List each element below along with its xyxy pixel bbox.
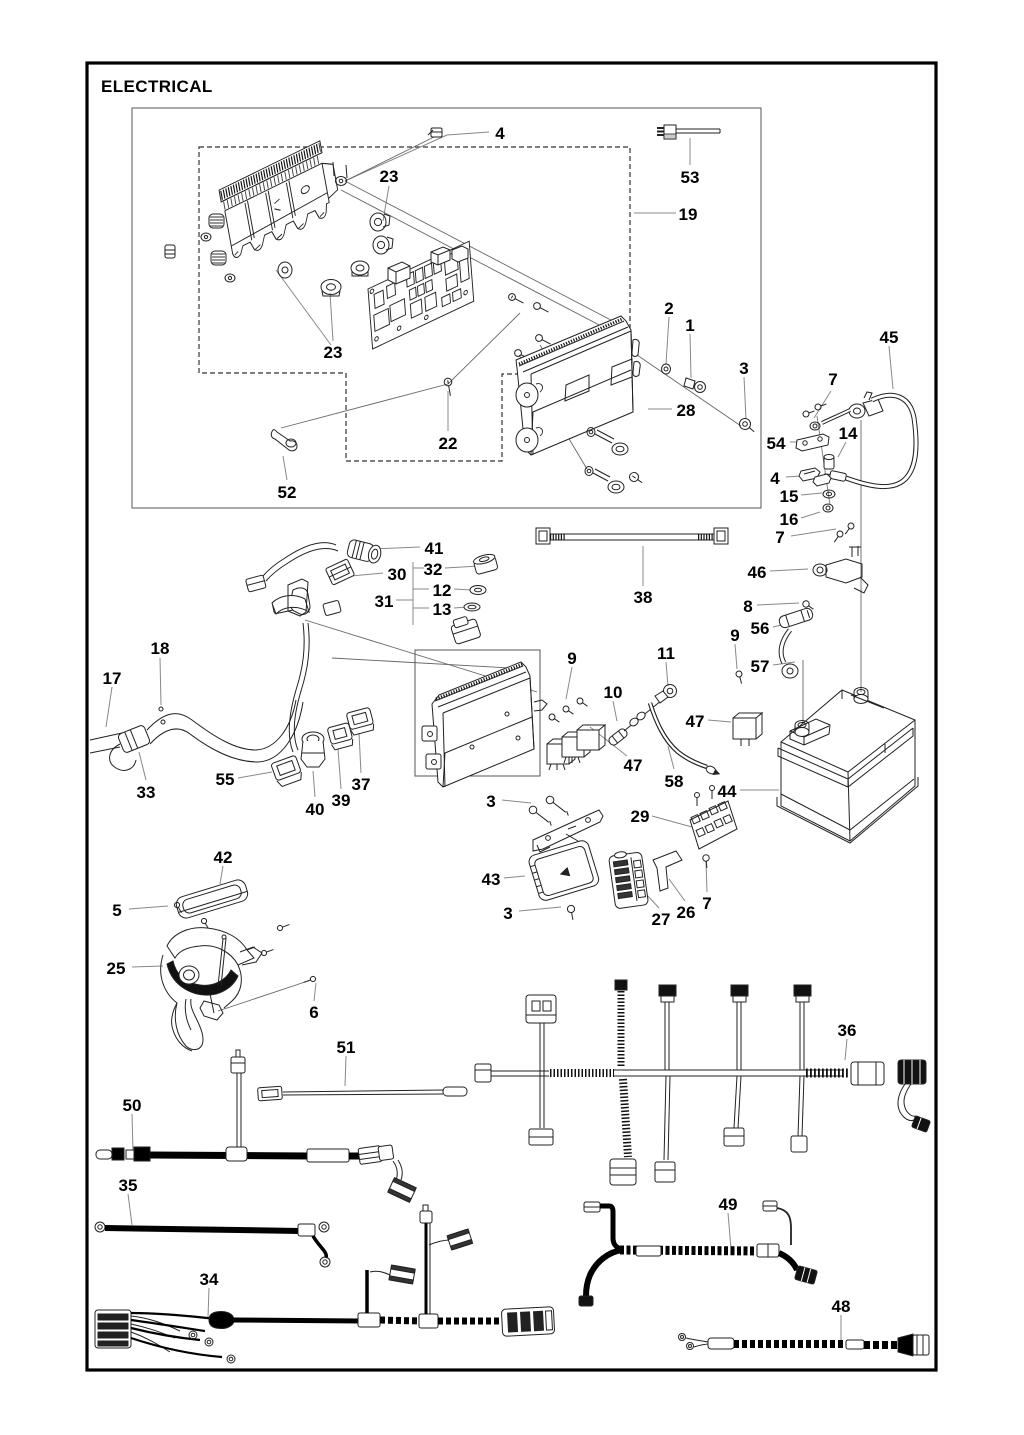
svg-text:48: 48 xyxy=(832,1297,851,1316)
svg-text:35: 35 xyxy=(119,1176,138,1195)
svg-text:53: 53 xyxy=(681,168,700,187)
svg-text:40: 40 xyxy=(306,800,325,819)
svg-text:13: 13 xyxy=(433,600,452,619)
svg-text:3: 3 xyxy=(503,904,512,923)
svg-text:10: 10 xyxy=(604,683,623,702)
svg-text:27: 27 xyxy=(652,910,671,929)
svg-text:28: 28 xyxy=(677,401,696,420)
svg-text:7: 7 xyxy=(702,894,711,913)
svg-text:19: 19 xyxy=(679,205,698,224)
svg-text:6: 6 xyxy=(309,1003,318,1022)
svg-text:49: 49 xyxy=(719,1195,738,1214)
svg-text:51: 51 xyxy=(337,1038,356,1057)
svg-text:45: 45 xyxy=(880,328,899,347)
svg-text:50: 50 xyxy=(123,1096,142,1115)
svg-text:14: 14 xyxy=(839,424,858,443)
svg-text:1: 1 xyxy=(685,316,694,335)
svg-text:12: 12 xyxy=(433,581,452,600)
svg-text:52: 52 xyxy=(278,483,297,502)
svg-text:37: 37 xyxy=(352,775,371,794)
svg-text:26: 26 xyxy=(677,903,696,922)
svg-text:46: 46 xyxy=(748,563,767,582)
svg-text:55: 55 xyxy=(216,770,235,789)
svg-text:18: 18 xyxy=(151,639,170,658)
svg-text:9: 9 xyxy=(567,649,576,668)
svg-text:7: 7 xyxy=(775,528,784,547)
svg-text:15: 15 xyxy=(780,487,799,506)
svg-text:41: 41 xyxy=(425,539,444,558)
svg-text:42: 42 xyxy=(214,848,233,867)
svg-text:ELECTRICAL: ELECTRICAL xyxy=(101,77,213,96)
svg-text:47: 47 xyxy=(624,756,643,775)
svg-text:38: 38 xyxy=(634,588,653,607)
svg-text:16: 16 xyxy=(780,510,799,529)
svg-text:54: 54 xyxy=(767,434,786,453)
svg-text:2: 2 xyxy=(664,299,673,318)
svg-text:34: 34 xyxy=(200,1270,219,1289)
svg-text:9: 9 xyxy=(730,626,739,645)
svg-text:22: 22 xyxy=(439,434,458,453)
svg-text:39: 39 xyxy=(332,791,351,810)
svg-text:4: 4 xyxy=(770,469,780,488)
svg-text:56: 56 xyxy=(751,619,770,638)
svg-text:58: 58 xyxy=(665,772,684,791)
svg-text:47: 47 xyxy=(686,712,705,731)
svg-text:17: 17 xyxy=(103,669,122,688)
svg-text:44: 44 xyxy=(718,782,737,801)
svg-text:7: 7 xyxy=(828,370,837,389)
svg-text:30: 30 xyxy=(388,565,407,584)
svg-text:32: 32 xyxy=(424,560,443,579)
svg-text:4: 4 xyxy=(495,124,505,143)
svg-text:29: 29 xyxy=(631,807,650,826)
svg-text:31: 31 xyxy=(375,592,394,611)
svg-text:33: 33 xyxy=(137,783,156,802)
svg-text:23: 23 xyxy=(380,167,399,186)
svg-text:11: 11 xyxy=(657,644,675,663)
svg-text:57: 57 xyxy=(751,657,770,676)
svg-text:36: 36 xyxy=(838,1021,857,1040)
svg-text:5: 5 xyxy=(112,901,121,920)
svg-text:43: 43 xyxy=(482,870,501,889)
svg-text:3: 3 xyxy=(739,359,748,378)
svg-text:23: 23 xyxy=(324,343,343,362)
svg-text:3: 3 xyxy=(486,792,495,811)
svg-text:8: 8 xyxy=(743,597,752,616)
svg-text:25: 25 xyxy=(107,959,126,978)
